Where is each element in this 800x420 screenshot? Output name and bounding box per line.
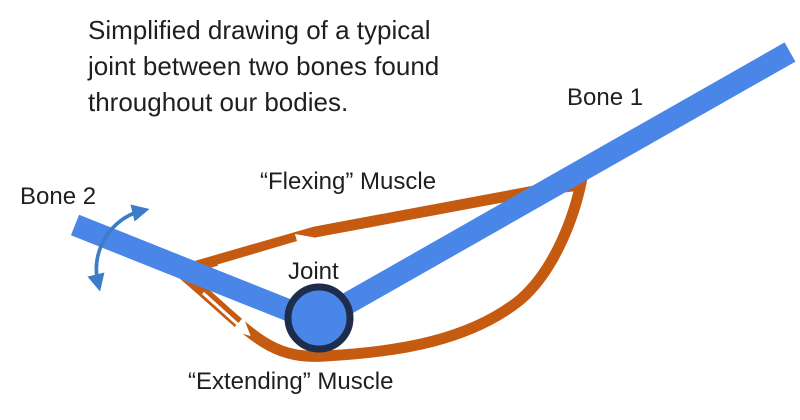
flexing-muscle-label: “Flexing” Muscle (260, 168, 437, 195)
caption-line: joint between two bones found (88, 51, 440, 81)
extending-muscle-label: “Extending” Muscle (188, 368, 394, 395)
diagram-caption: Simplified drawing of a typical joint be… (88, 12, 528, 120)
bone-2 (70, 214, 323, 333)
extending-muscle (172, 172, 588, 362)
arrow-icon (201, 291, 251, 337)
bone-1-label: Bone 1 (567, 84, 644, 111)
arrow-icon (217, 233, 315, 268)
caption-line: Simplified drawing of a typical (88, 15, 431, 45)
curved-double-arrow-icon (87, 204, 150, 292)
joint-label: Joint (288, 258, 339, 285)
bone-2-label: Bone 2 (20, 183, 97, 210)
joint-circle (284, 283, 354, 353)
bone-1 (316, 42, 796, 328)
caption-line: throughout our bodies. (88, 87, 349, 117)
